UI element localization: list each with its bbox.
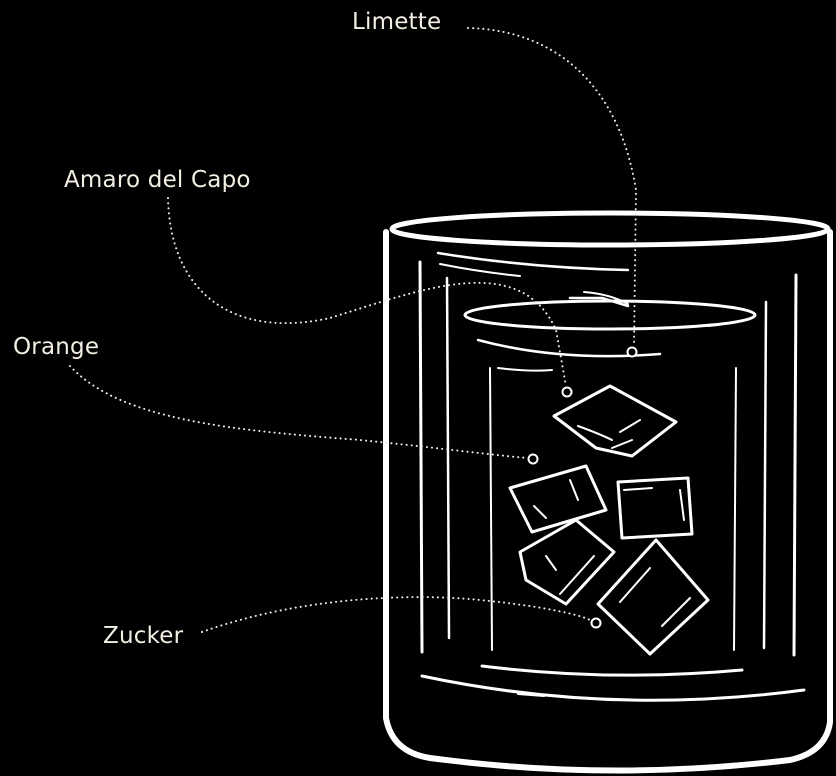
ice-cube-middle-left xyxy=(510,466,606,532)
label-limette: Limette xyxy=(352,8,441,36)
liquid-surface xyxy=(465,292,755,371)
glass-reflection-left-1 xyxy=(420,262,422,652)
glass-inner-base xyxy=(422,676,804,700)
glass-inner-rim-2 xyxy=(440,264,520,276)
label-orange: Orange xyxy=(13,333,99,361)
glass-reflection-left-2 xyxy=(447,278,449,638)
marker-orange xyxy=(529,455,538,464)
leader-line-zucker xyxy=(202,597,590,632)
glass-inner-rim-1 xyxy=(438,253,628,270)
glass-base xyxy=(386,718,830,771)
ice-cubes xyxy=(510,386,708,654)
ice-cube-middle-right xyxy=(618,478,692,538)
marker-amaro xyxy=(563,388,572,397)
leader-line-amaro xyxy=(168,198,566,386)
marker-zucker xyxy=(592,619,601,628)
label-zucker: Zucker xyxy=(103,622,183,650)
liquid-surface-ripple-2 xyxy=(498,368,552,371)
glass-rim xyxy=(392,213,828,245)
leader-line-limette xyxy=(468,28,636,346)
glass-reflection-left-3 xyxy=(490,368,492,650)
leader-lines xyxy=(70,28,636,632)
ice-cube-bottom-right xyxy=(598,540,708,654)
liquid-surface-ripple-3 xyxy=(708,318,752,326)
leader-line-orange xyxy=(70,366,528,458)
glass-reflection-right-3 xyxy=(734,368,736,650)
glass-reflection-right-2 xyxy=(764,302,766,648)
glass-bottom-highlight xyxy=(482,666,742,675)
glass-reflection-right-1 xyxy=(794,275,796,655)
marker-limette xyxy=(628,348,637,357)
ice-cube-top xyxy=(554,386,676,456)
label-amaro-del-capo: Amaro del Capo xyxy=(64,166,251,194)
